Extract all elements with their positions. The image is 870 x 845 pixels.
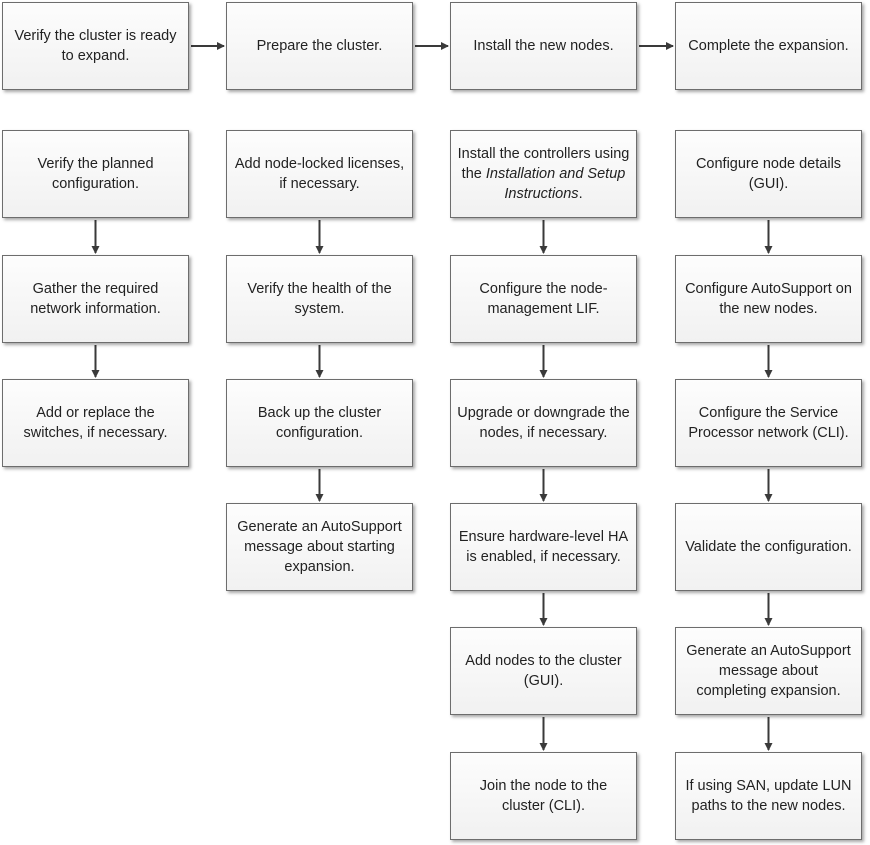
step-box-install-1: Install the controllers using the Instal… [450, 130, 637, 218]
step-box-complete-3: Configure the Service Processor network … [675, 379, 862, 467]
phase-box-verify-ready: Verify the cluster is ready to expand. [2, 2, 189, 90]
step-box-install-5: Add nodes to the cluster (GUI). [450, 627, 637, 715]
step-box-complete-2: Configure AutoSupport on the new nodes. [675, 255, 862, 343]
step-box-verify-2-label: Gather the required network information. [30, 281, 161, 317]
step-box-install-2: Configure the node-management LIF. [450, 255, 637, 343]
step-box-verify-3-label: Add or replace the switches, if necessar… [23, 405, 168, 441]
step-box-complete-1-label: Configure node details (GUI). [695, 156, 842, 192]
step-box-verify-2: Gather the required network information. [2, 255, 189, 343]
step-box-complete-4-label: Validate the configuration. [685, 539, 852, 555]
step-box-install-1-label-end: . [578, 186, 583, 202]
step-box-verify-1-label: Verify the planned configuration. [37, 156, 154, 192]
step-box-prepare-4-label: Generate an AutoSupport message about st… [237, 519, 402, 575]
step-box-prepare-2-label: Verify the health of the system. [247, 281, 392, 317]
step-box-prepare-3-label: Back up the cluster configuration. [257, 405, 382, 441]
step-box-complete-5-label: Generate an AutoSupport message about co… [686, 643, 851, 699]
step-box-complete-2-label: Configure AutoSupport on the new nodes. [685, 281, 852, 317]
step-box-install-6: Join the node to the cluster (CLI). [450, 752, 637, 840]
step-box-complete-3-label: Configure the Service Processor network … [688, 405, 849, 441]
step-box-install-4-label: Ensure hardware-level HA is enabled, if … [458, 529, 629, 565]
phase-box-verify-ready-label: Verify the cluster is ready to expand. [14, 28, 177, 64]
phase-box-complete: Complete the expansion. [675, 2, 862, 90]
step-box-install-1-label-text: Install the controllers using the [457, 146, 630, 182]
step-box-complete-4: Validate the configuration. [675, 503, 862, 591]
phase-box-install: Install the new nodes. [450, 2, 637, 90]
phase-box-install-label: Install the new nodes. [473, 38, 614, 54]
step-box-complete-1: Configure node details (GUI). [675, 130, 862, 218]
step-box-verify-3: Add or replace the switches, if necessar… [2, 379, 189, 467]
step-box-install-3-label: Upgrade or downgrade the nodes, if neces… [457, 405, 630, 441]
step-box-prepare-2: Verify the health of the system. [226, 255, 413, 343]
phase-box-prepare-label: Prepare the cluster. [256, 38, 383, 54]
phase-box-prepare: Prepare the cluster. [226, 2, 413, 90]
step-box-install-4: Ensure hardware-level HA is enabled, if … [450, 503, 637, 591]
step-box-prepare-3: Back up the cluster configuration. [226, 379, 413, 467]
step-box-prepare-1-label: Add node-locked licenses, if necessary. [234, 156, 405, 192]
step-box-install-1-label-italic: Installation and Setup Instructions [485, 166, 626, 202]
step-box-install-6-label: Join the node to the cluster (CLI). [479, 778, 608, 814]
step-box-install-1-label: Install the controllers using the Instal… [457, 144, 630, 204]
step-box-complete-6: If using SAN, update LUN paths to the ne… [675, 752, 862, 840]
step-box-complete-5: Generate an AutoSupport message about co… [675, 627, 862, 715]
step-box-install-3: Upgrade or downgrade the nodes, if neces… [450, 379, 637, 467]
step-box-prepare-4: Generate an AutoSupport message about st… [226, 503, 413, 591]
step-box-install-2-label: Configure the node-management LIF. [479, 281, 608, 317]
step-box-complete-6-label: If using SAN, update LUN paths to the ne… [685, 778, 852, 814]
step-box-verify-1: Verify the planned configuration. [2, 130, 189, 218]
step-box-prepare-1: Add node-locked licenses, if necessary. [226, 130, 413, 218]
step-box-install-5-label: Add nodes to the cluster (GUI). [465, 653, 622, 689]
phase-box-complete-label: Complete the expansion. [688, 38, 849, 54]
